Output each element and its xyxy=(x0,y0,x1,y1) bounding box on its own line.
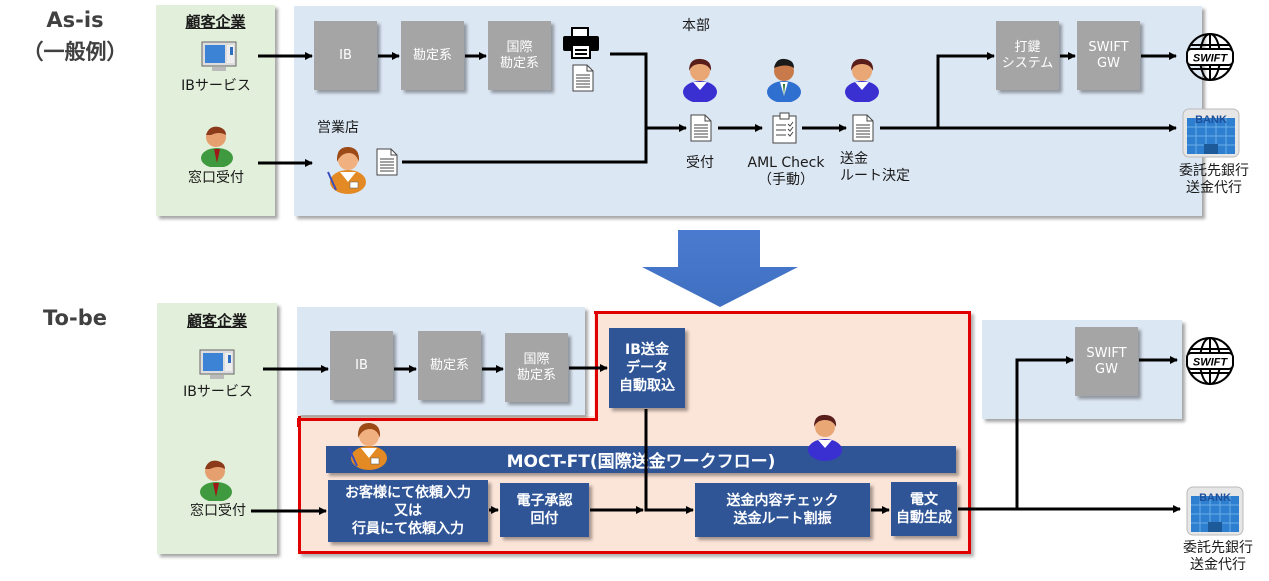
to-be-ib-service-label: IBサービス xyxy=(183,384,253,400)
as-is-route-line1: 送金 xyxy=(840,151,868,167)
request-input-line2: 又は xyxy=(394,503,422,519)
hq-staff-aml-icon xyxy=(767,58,801,102)
as-is-aml-line2: （手動） xyxy=(758,172,814,188)
as-is-swift-logo-text: SWIFT xyxy=(1193,53,1228,65)
e-approval-box: 電子承認 回付 xyxy=(500,483,589,537)
to-be-customer-person-icon xyxy=(200,460,232,501)
as-is-ib-service-label: IBサービス xyxy=(181,78,251,94)
request-input-box: お客様にて依頼入力 又は 行員にて依頼入力 xyxy=(328,480,488,542)
message-autogen-line2: 自動生成 xyxy=(896,510,952,526)
checklist-icon xyxy=(772,112,797,144)
to-be-bank-label: 委託先銀行 送金代行 xyxy=(1176,540,1260,574)
to-be-counter-label: 窓口受付 xyxy=(190,503,246,519)
message-autogen-box: 電文 自動生成 xyxy=(891,482,957,536)
to-be-kanjo-box-label: 勘定系 xyxy=(429,357,469,373)
e-approval-line2: 回付 xyxy=(530,511,559,527)
as-is-bank-label-line2: 送金代行 xyxy=(1186,180,1242,196)
as-is-step-uketsuke: 受付 xyxy=(686,155,714,171)
ib-import-line1: IB送金 xyxy=(625,342,669,358)
as-is-route-line2: ルート決定 xyxy=(840,168,910,184)
to-be-ib-box-label: IB xyxy=(355,357,368,373)
message-autogen-line1: 電文 xyxy=(910,492,938,508)
e-approval-line1: 電子承認 xyxy=(516,493,573,509)
as-is-kokusai-line2: 勘定系 xyxy=(499,55,539,71)
as-is-customer-panel xyxy=(156,5,275,216)
as-is-customer-person-icon xyxy=(201,126,233,167)
to-be-bank-logo-icon: BANK xyxy=(1186,486,1244,536)
to-be-branch-clerk-icon xyxy=(348,422,387,470)
check-route-line1: 送金内容チェック xyxy=(726,493,839,509)
as-is-bank-label: 委託先銀行 送金代行 xyxy=(1172,163,1256,197)
to-be-bank-logo-text: BANK xyxy=(1199,492,1231,504)
ib-import-line2: データ xyxy=(626,360,668,376)
document-icon-branch xyxy=(376,148,398,176)
to-be-bank-label-line1: 委託先銀行 xyxy=(1183,540,1253,556)
as-is-kanjo-box-label: 勘定系 xyxy=(412,47,452,63)
to-be-swift-gw-line1: SWIFT xyxy=(1086,345,1127,361)
as-is-aml-line1: AML Check xyxy=(747,155,825,171)
as-is-kokusai-line1: 国際 xyxy=(506,39,533,55)
to-be-monitor-icon xyxy=(199,349,235,379)
to-be-swift-gw-line2: GW xyxy=(1095,361,1118,377)
as-is-kokusai-box: 国際 勘定系 xyxy=(488,21,551,90)
as-is-ib-box: IB xyxy=(314,21,377,90)
check-route-box: 送金内容チェック 送金ルート割振 xyxy=(695,483,870,537)
to-be-kokusai-line1: 国際 xyxy=(523,351,550,367)
to-be-swift-logo-icon: SWIFT xyxy=(1186,337,1234,385)
hq-staff-reception-icon xyxy=(683,58,717,102)
ib-import-line3: 自動取込 xyxy=(619,378,675,394)
as-is-step-route: 送金 ルート決定 xyxy=(840,151,912,185)
as-is-swift-gw-box: SWIFT GW xyxy=(1077,21,1140,90)
hq-staff-route-icon xyxy=(845,58,879,102)
as-is-title-line1: As-is xyxy=(46,8,104,32)
as-is-monitor-icon xyxy=(201,41,237,71)
as-is-swift-gw-line2: GW xyxy=(1097,55,1120,71)
to-be-title: To-be xyxy=(43,306,107,330)
as-is-branch-label: 営業店 xyxy=(317,120,359,136)
as-is-bank-logo-text: BANK xyxy=(1195,114,1227,126)
as-is-title: As-is （一般例） xyxy=(20,4,130,68)
to-be-customer-heading: 顧客企業 xyxy=(186,312,247,330)
moct-ft-workflow-bar: MOCT-FT(国際送金ワークフロー) xyxy=(326,446,956,473)
transition-arrow-icon xyxy=(642,230,798,307)
as-is-hq-label: 本部 xyxy=(682,18,710,34)
to-be-kokusai-line2: 勘定系 xyxy=(516,367,556,383)
document-icon-route xyxy=(852,114,874,142)
as-is-daken-line1: 打鍵 xyxy=(1014,39,1041,55)
document-icon-print xyxy=(572,64,594,92)
to-be-swift-logo-text: SWIFT xyxy=(1193,357,1228,369)
as-is-bank-logo-icon: BANK xyxy=(1182,108,1240,158)
as-is-daken-line2: システム xyxy=(1001,55,1054,71)
as-is-customer-heading: 顧客企業 xyxy=(185,13,246,31)
document-icon-uketsuke xyxy=(690,114,712,142)
to-be-swift-gw-box: SWIFT GW xyxy=(1075,327,1138,396)
as-is-swift-logo-icon: SWIFT xyxy=(1186,33,1234,81)
ib-data-import-box: IB送金 データ 自動取込 xyxy=(609,328,685,408)
moct-ft-workflow-bar-label: MOCT-FT(国際送金ワークフロー) xyxy=(506,452,776,472)
as-is-counter-label: 窓口受付 xyxy=(188,170,244,186)
as-is-ib-box-label: IB xyxy=(339,47,352,63)
as-is-bank-label-line1: 委託先銀行 xyxy=(1179,163,1249,179)
to-be-bank-label-line2: 送金代行 xyxy=(1190,557,1246,573)
to-be-ib-box: IB xyxy=(330,331,393,400)
moct-ft-border-notch xyxy=(297,311,605,427)
printer-icon xyxy=(563,27,599,59)
as-is-title-line2: （一般例） xyxy=(22,40,128,64)
as-is-step-aml: AML Check （手動） xyxy=(740,155,832,189)
to-be-hq-staff-icon xyxy=(808,414,842,461)
as-is-daken-box: 打鍵 システム xyxy=(996,21,1059,90)
request-input-line3: 行員にて依頼入力 xyxy=(352,521,464,537)
to-be-kanjo-box: 勘定系 xyxy=(418,331,481,400)
to-be-kokusai-box: 国際 勘定系 xyxy=(505,333,568,402)
as-is-swift-gw-line1: SWIFT xyxy=(1088,39,1129,55)
as-is-branch-clerk-icon xyxy=(327,146,366,194)
check-route-line2: 送金ルート割振 xyxy=(733,511,832,527)
request-input-line1: お客様にて依頼入力 xyxy=(345,485,471,501)
as-is-kanjo-box: 勘定系 xyxy=(401,21,464,90)
